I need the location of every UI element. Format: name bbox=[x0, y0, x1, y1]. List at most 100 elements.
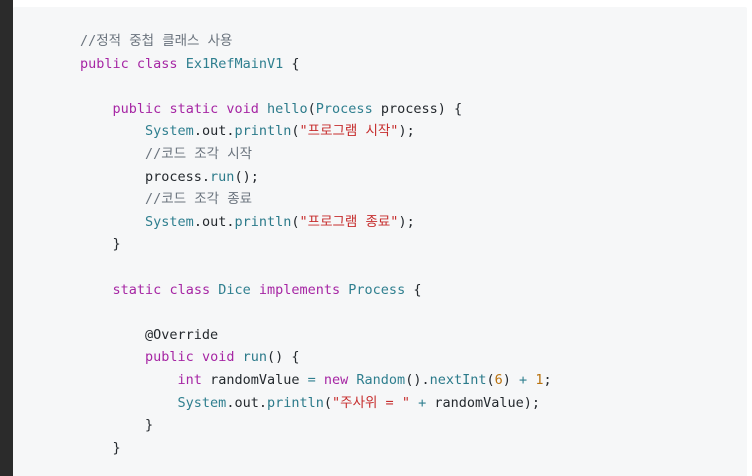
code-token: randomValue bbox=[201, 371, 308, 388]
code-line: System.out.println("프로그램 종료"); bbox=[80, 211, 552, 234]
code-token: println bbox=[234, 123, 292, 140]
code-token: . bbox=[226, 213, 235, 230]
code-token: public bbox=[80, 55, 129, 72]
code-token: Process bbox=[315, 100, 373, 117]
code-line: @Override bbox=[80, 324, 552, 347]
code-line: //정적 중첩 클래스 사용 bbox=[80, 30, 552, 53]
code-token: 6 bbox=[494, 371, 503, 388]
code-token: void bbox=[201, 349, 235, 366]
code-token: ( bbox=[486, 371, 495, 388]
code-line: } bbox=[80, 414, 552, 437]
code-token: { bbox=[283, 55, 300, 72]
code-token: ); bbox=[398, 213, 415, 230]
code-line: } bbox=[80, 437, 552, 460]
code-token: Ex1RefMainV1 bbox=[185, 55, 284, 72]
code-token: ( bbox=[323, 394, 333, 411]
code-token: . bbox=[258, 394, 267, 411]
code-token: static bbox=[169, 100, 219, 117]
code-token: process. bbox=[80, 168, 211, 185]
code-token: ( bbox=[307, 100, 316, 117]
code-token bbox=[80, 146, 145, 162]
code-token: //정적 중첩 클래스 사용 bbox=[80, 33, 233, 49]
code-token bbox=[129, 56, 137, 72]
code-line: //코드 조각 시작 bbox=[80, 143, 552, 166]
code-token bbox=[80, 191, 145, 207]
code-token: println bbox=[267, 394, 324, 411]
code-token: { bbox=[405, 281, 422, 298]
code-line: public static void hello(Process process… bbox=[80, 98, 552, 121]
code-token: System bbox=[177, 394, 227, 411]
code-token bbox=[259, 101, 267, 117]
code-line: static class Dice implements Process { bbox=[80, 279, 552, 302]
code-token: out bbox=[201, 123, 227, 140]
code-token: = bbox=[307, 371, 316, 388]
code-token: out bbox=[201, 213, 227, 230]
code-token bbox=[80, 101, 113, 117]
code-token: } bbox=[80, 417, 154, 434]
code-token: nextInt bbox=[429, 371, 487, 388]
code-token: ) bbox=[502, 371, 520, 388]
code-token: @Override bbox=[80, 326, 219, 343]
code-token: class bbox=[169, 281, 211, 298]
code-token: //코드 조각 시작 bbox=[145, 145, 253, 162]
code-line: System.out.println("프로그램 시작"); bbox=[80, 120, 552, 143]
code-token: 1 bbox=[535, 371, 544, 388]
code-token bbox=[80, 282, 113, 298]
code-token: out bbox=[234, 394, 259, 411]
code-token: System bbox=[145, 213, 194, 230]
code-token: ; bbox=[543, 371, 552, 388]
code-token: ); bbox=[398, 123, 415, 140]
code-line: } bbox=[80, 233, 552, 256]
code-listing: //정적 중첩 클래스 사용 public class Ex1RefMainV1 … bbox=[80, 30, 552, 459]
code-line: int randomValue = new Random().nextInt(6… bbox=[80, 369, 552, 392]
code-token bbox=[80, 214, 145, 230]
code-token bbox=[178, 56, 186, 72]
code-token: "프로그램 종료" bbox=[299, 213, 399, 230]
code-token: implements bbox=[258, 281, 341, 298]
code-token: "주사위 = " bbox=[332, 394, 410, 411]
code-token bbox=[234, 349, 242, 365]
code-token bbox=[80, 395, 178, 411]
code-token: //코드 조각 종료 bbox=[145, 191, 253, 208]
code-line: System.out.println("주사위 = " + randomValu… bbox=[80, 392, 552, 415]
code-token: void bbox=[226, 100, 259, 117]
code-token: . bbox=[226, 123, 235, 140]
code-token: + bbox=[519, 371, 528, 388]
code-token: println bbox=[234, 213, 292, 230]
code-line: //코드 조각 종료 bbox=[80, 188, 552, 211]
code-token bbox=[80, 372, 178, 388]
code-token: run bbox=[242, 349, 267, 366]
code-token: + bbox=[418, 394, 427, 411]
code-token: public bbox=[112, 100, 162, 117]
code-line bbox=[80, 75, 552, 98]
code-token: System bbox=[145, 123, 194, 140]
code-token bbox=[251, 282, 259, 298]
code-line bbox=[80, 301, 552, 324]
code-token: (); bbox=[234, 168, 259, 185]
code-token: run bbox=[210, 168, 235, 185]
code-token: class bbox=[136, 55, 178, 72]
code-token: () { bbox=[267, 349, 300, 366]
code-token: new bbox=[323, 371, 349, 388]
code-token: randomValue); bbox=[426, 394, 541, 411]
code-token: int bbox=[177, 371, 202, 388]
code-block: //정적 중첩 클래스 사용 public class Ex1RefMainV1 … bbox=[13, 7, 747, 476]
code-token bbox=[80, 349, 145, 365]
code-line bbox=[80, 256, 552, 279]
code-token: (). bbox=[405, 371, 430, 388]
code-token: ( bbox=[291, 213, 300, 230]
code-line: public class Ex1RefMainV1 { bbox=[80, 53, 552, 76]
code-token: . bbox=[193, 213, 202, 230]
code-token: . bbox=[226, 394, 235, 411]
code-token: public bbox=[145, 349, 194, 366]
code-token bbox=[410, 395, 418, 411]
code-line: public void run() { bbox=[80, 346, 552, 369]
code-token: Process bbox=[348, 281, 406, 298]
code-line: process.run(); bbox=[80, 166, 552, 189]
code-token: process) { bbox=[372, 100, 463, 117]
code-token: static bbox=[112, 281, 162, 298]
code-token: hello bbox=[267, 100, 308, 117]
code-token: ( bbox=[291, 123, 300, 140]
code-token bbox=[210, 282, 218, 298]
